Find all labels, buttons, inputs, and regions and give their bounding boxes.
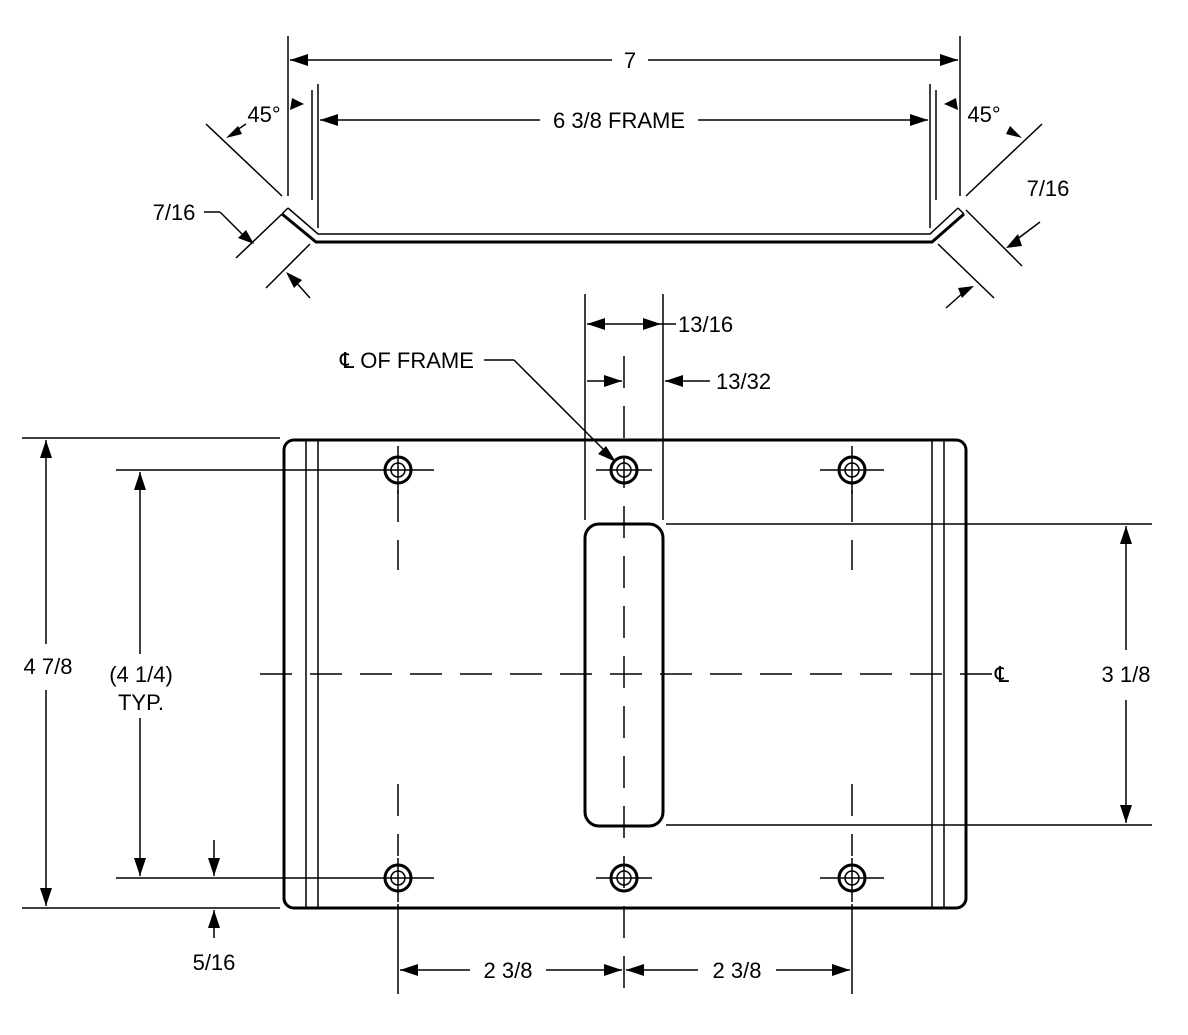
flange-leader-left-3	[293, 279, 311, 299]
arrow-slot-height-top	[1120, 526, 1132, 544]
dim-hole-spacing-right: 2 3/8	[713, 958, 762, 983]
arrow-overall-height-bottom	[40, 888, 52, 906]
dim-flange-right: 7/16	[1027, 176, 1070, 201]
side-view: 7 6 3/8 FRAME 45° 45° 7/16 7/1	[153, 36, 1070, 309]
flange-ext-right-a	[965, 209, 1023, 267]
arrow-slot-width-left	[587, 318, 605, 330]
dim-slot-width: 13/16	[678, 312, 733, 337]
flange-leader-right	[1015, 221, 1041, 241]
dim-edge-offset: 5/16	[193, 950, 236, 975]
arrow-flange-right-a	[1006, 234, 1022, 248]
arrow-slot-half-left	[604, 375, 622, 387]
hole-top-center	[596, 455, 652, 485]
arrow-slot-half-right	[665, 375, 683, 387]
arrow-overall-right	[940, 54, 958, 66]
arrow-spacing-left-b	[604, 964, 622, 976]
arrow-angle-left-2	[290, 98, 304, 110]
centerline-of-frame-label: ℄ OF FRAME	[339, 348, 474, 373]
hole-bottom-center	[596, 863, 652, 893]
flange-end-left	[281, 207, 289, 215]
arrow-spacing-left-a	[400, 964, 418, 976]
angle-ext-right	[965, 123, 1043, 197]
hole-bottom-left	[362, 858, 434, 902]
dim-overall-height: 4 7/8	[24, 654, 73, 679]
bent-profile-inner	[287, 207, 959, 235]
arrow-angle-right-2	[944, 98, 958, 110]
dim-flange-left: 7/16	[153, 200, 196, 225]
plan-view: 13/16 13/32 ℄ OF FRAME 4 7/8 (4 1/4) TYP…	[22, 294, 1152, 1006]
arrow-overall-left	[290, 54, 308, 66]
flange-ext-right-b	[937, 243, 995, 299]
hole-top-left	[362, 446, 434, 494]
bent-profile-outer	[281, 212, 965, 244]
arrow-frame-left	[320, 114, 338, 126]
arrow-centerline-leader	[598, 446, 616, 462]
hole-bottom-right	[820, 858, 884, 902]
arrow-slot-width-right	[643, 318, 661, 330]
dim-slot-half-width: 13/32	[716, 369, 771, 394]
flange-ext-left-b	[265, 243, 311, 289]
hole-top-right	[820, 446, 884, 494]
arrow-hole-spacing-top	[134, 472, 146, 490]
dim-hole-spacing-note: TYP.	[118, 690, 164, 715]
dim-hole-spacing-left: 2 3/8	[484, 958, 533, 983]
dim-slot-height: 3 1/8	[1102, 662, 1151, 687]
arrow-flange-left-a	[238, 230, 254, 244]
flange-ext-left-a	[235, 213, 283, 259]
dim-angle-right: 45°	[967, 102, 1000, 127]
arrow-overall-height-top	[40, 440, 52, 458]
arrow-spacing-right-a	[626, 964, 644, 976]
angle-leader-left	[233, 123, 247, 133]
dim-overall-width: 7	[624, 48, 636, 73]
flange-end-right	[957, 207, 965, 215]
arrow-slot-height-bottom	[1120, 805, 1132, 823]
arrow-angle-right	[1006, 126, 1022, 138]
arrow-frame-right	[910, 114, 928, 126]
dim-angle-left: 45°	[247, 102, 280, 127]
angle-ext-left	[205, 123, 283, 197]
centerline-symbol: ℄	[994, 662, 1010, 687]
arrow-hole-spacing-bottom	[134, 858, 146, 876]
flange-leader-right-2	[945, 291, 965, 309]
arrow-spacing-right-b	[832, 964, 850, 976]
leader-centerline-diag	[513, 359, 613, 459]
flange-leader-left-2	[219, 211, 247, 239]
arrow-flange-right-b	[958, 286, 974, 298]
dim-hole-spacing-vertical: (4 1/4)	[109, 662, 173, 687]
dim-frame-width: 6 3/8 FRAME	[553, 108, 685, 133]
